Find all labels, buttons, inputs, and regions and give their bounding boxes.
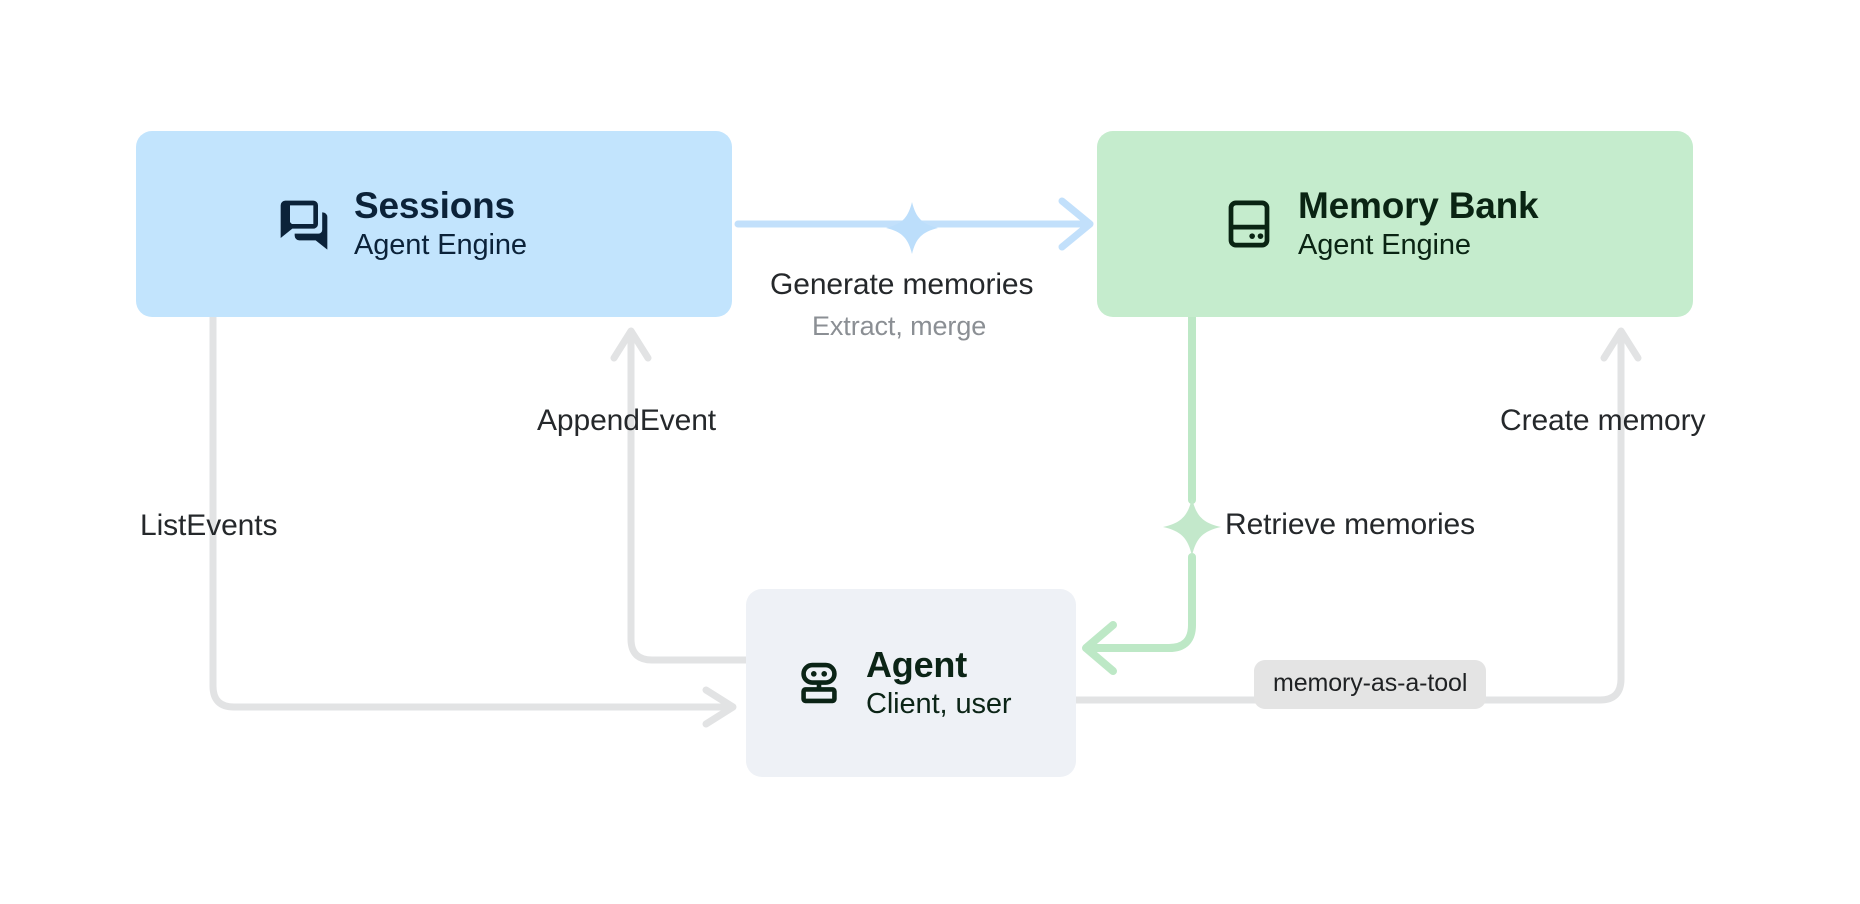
edge-sublabel-generate-memories: Extract, merge <box>812 311 987 341</box>
node-memory-bank-subtitle: Agent Engine <box>1298 229 1471 262</box>
edge-label-append-event: AppendEvent <box>537 404 717 437</box>
edge-create-memory-arrowhead <box>1600 327 1642 362</box>
edge-retrieve-memories-path-lower <box>1086 553 1196 652</box>
robot-icon <box>794 658 844 708</box>
node-agent-subtitle: Client, user <box>866 687 1012 720</box>
database-icon <box>1222 197 1276 251</box>
node-memory-bank[interactable]: Memory Bank Agent Engine <box>1097 131 1693 317</box>
node-agent-title: Agent <box>866 643 967 685</box>
edge-generate-memories-arrowhead <box>1058 197 1094 251</box>
forum-icon <box>276 196 332 252</box>
edge-label-generate-memories: Generate memories <box>770 268 1034 301</box>
edge-label-retrieve-memories: Retrieve memories <box>1225 508 1476 541</box>
node-memory-bank-title: Memory Bank <box>1298 185 1539 227</box>
edge-append-event-arrowhead <box>610 327 652 362</box>
node-agent[interactable]: Agent Client, user <box>746 589 1076 777</box>
node-sessions[interactable]: Sessions Agent Engine <box>136 131 732 317</box>
badge-memory-as-a-tool: memory-as-a-tool <box>1254 660 1487 709</box>
edge-list-events-arrowhead <box>702 686 737 728</box>
edge-retrieve-memories-arrowhead <box>1082 621 1117 675</box>
edge-label-create-memory: Create memory <box>1500 404 1706 437</box>
node-sessions-subtitle: Agent Engine <box>354 229 527 262</box>
sparkle-icon-green <box>1163 498 1221 556</box>
edge-label-list-events: ListEvents <box>140 509 278 542</box>
sparkle-icon-blue <box>886 202 938 254</box>
edge-list-events-path <box>209 313 730 711</box>
edge-append-event-path <box>627 334 750 664</box>
node-sessions-title: Sessions <box>354 185 515 227</box>
